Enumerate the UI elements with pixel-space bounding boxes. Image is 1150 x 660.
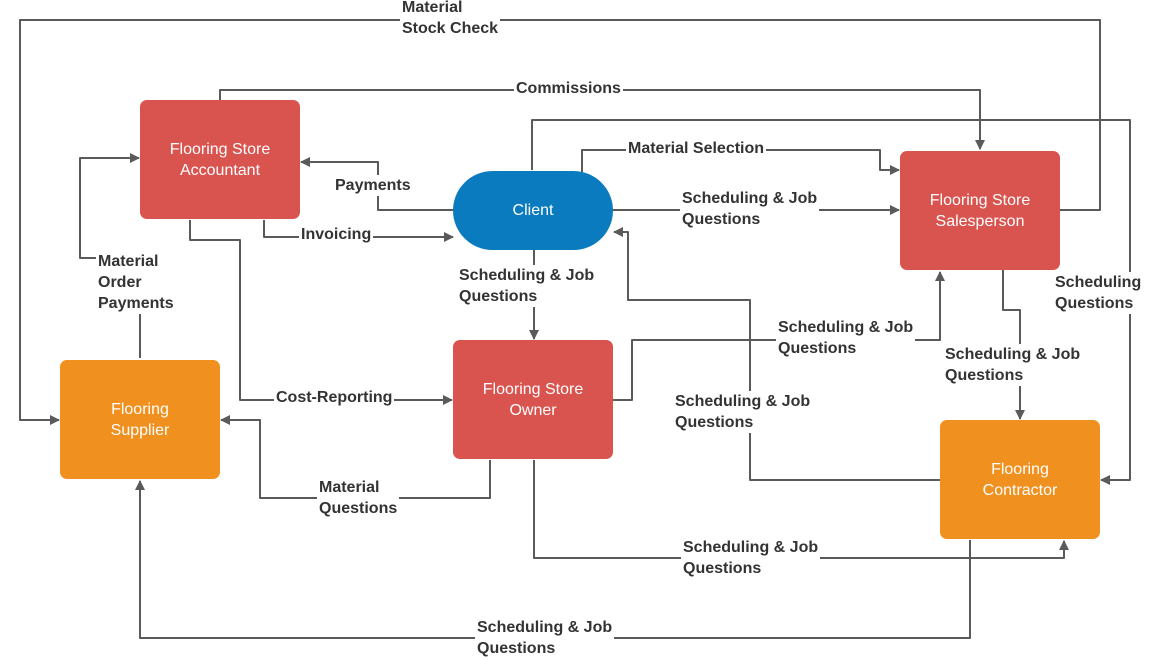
edge-material-questions (220, 415, 491, 499)
label-owner-to-contractor: Scheduling & Job Questions (681, 537, 821, 579)
edge-cost-reporting (189, 220, 453, 405)
label-salesperson-to-contractor: Scheduling & Job Questions (943, 344, 1083, 386)
label-material-selection: Material Selection (626, 138, 767, 159)
node-owner[interactable]: Flooring Store Owner (453, 340, 613, 459)
node-client[interactable]: Client (453, 171, 613, 250)
edge-invoicing (263, 220, 454, 242)
label-salesperson-to-contractor-right: Scheduling Questions (1053, 272, 1144, 314)
label-client-to-salesperson: Scheduling & Job Questions (680, 188, 820, 230)
edge-material-selection (581, 149, 900, 175)
label-contractor-to-supplier: Scheduling & Job Questions (475, 617, 615, 659)
edge-owner-to-salesperson (613, 271, 945, 401)
node-supplier[interactable]: Flooring Supplier (60, 360, 220, 479)
edge-salesperson-to-contractor-right (531, 119, 1131, 485)
label-material-stock-check: Material Stock Check (400, 0, 501, 39)
label-contractor-to-client: Scheduling & Job Questions (673, 391, 813, 433)
edge-contractor-to-supplier (135, 480, 971, 639)
label-commissions: Commissions (514, 78, 623, 99)
label-cost-reporting: Cost-Reporting (274, 387, 395, 408)
label-payments: Payments (333, 175, 413, 196)
label-invoicing: Invoicing (299, 224, 374, 245)
edge-contractor-to-client (613, 227, 940, 481)
label-client-to-owner: Scheduling & Job Questions (457, 265, 597, 307)
label-material-order-payments: Material Order Payments (96, 251, 176, 314)
edge-material-stock-check (19, 19, 1101, 425)
node-salesperson[interactable]: Flooring Store Salesperson (900, 151, 1060, 270)
label-owner-to-salesperson: Scheduling & Job Questions (776, 317, 916, 359)
node-accountant[interactable]: Flooring Store Accountant (140, 100, 300, 219)
label-material-questions: Material Questions (317, 477, 400, 519)
node-contractor[interactable]: Flooring Contractor (940, 420, 1100, 539)
